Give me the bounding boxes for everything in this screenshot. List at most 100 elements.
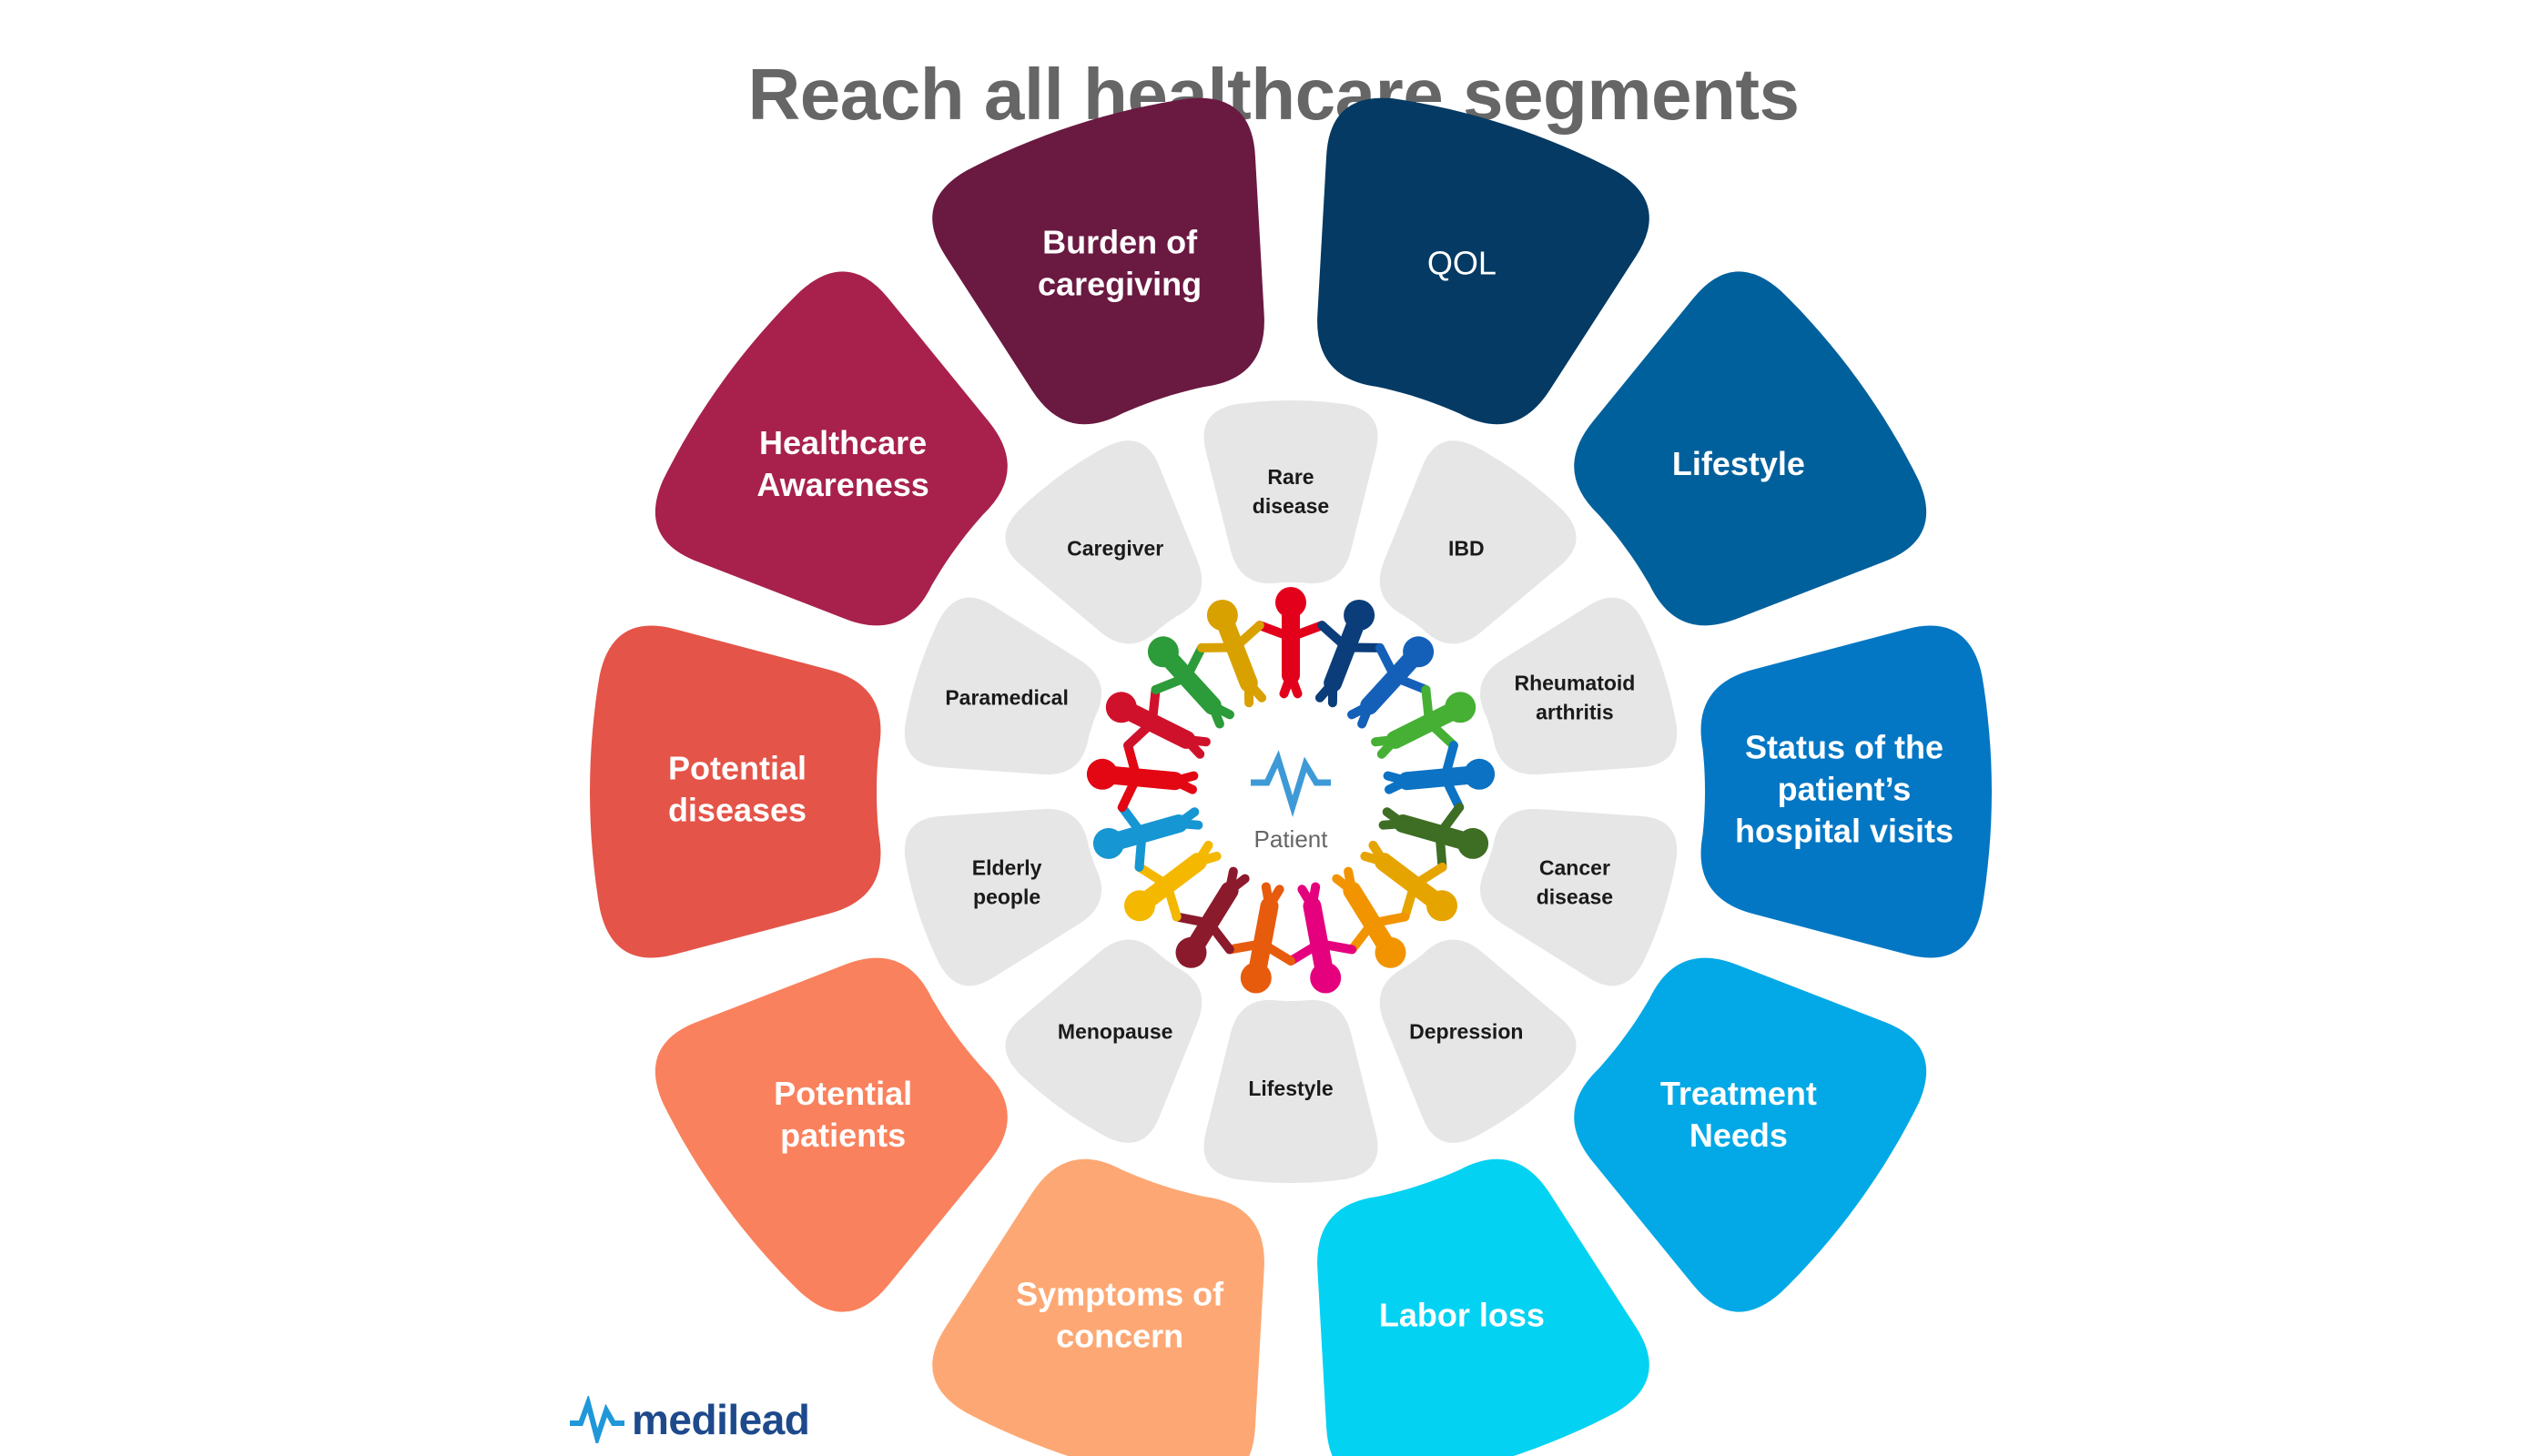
inner-segment bbox=[904, 808, 1102, 986]
people-ring bbox=[1086, 587, 1496, 994]
person-icon bbox=[1105, 684, 1211, 759]
inner-segment-label-line: Rare bbox=[1267, 465, 1314, 489]
outer-segment-label-line: Awareness bbox=[756, 466, 928, 503]
outer-segment-label-line: diseases bbox=[668, 792, 807, 829]
inner-segment-label-line: Elderly bbox=[972, 855, 1042, 879]
person-icon bbox=[1332, 866, 1410, 968]
inner-segment-label-line: Caregiver bbox=[1067, 537, 1163, 561]
brand-logo-text: medilead bbox=[632, 1396, 810, 1443]
inner-segment-label-line: Paramedical bbox=[945, 686, 1069, 710]
outer-segment bbox=[1574, 271, 1927, 626]
page-title: Reach all healthcare segments bbox=[747, 54, 1800, 135]
outer-segment bbox=[1317, 1158, 1649, 1456]
outer-segment-label-line: caregiving bbox=[1038, 265, 1202, 302]
person-icon bbox=[1347, 636, 1435, 729]
outer-segment-label-line: Burden of bbox=[1042, 223, 1198, 260]
outer-segment bbox=[1317, 97, 1649, 425]
person-icon bbox=[1092, 803, 1203, 872]
inner-segment-label-line: disease bbox=[1537, 885, 1613, 908]
outer-segment-label: Potential diseases bbox=[668, 750, 807, 829]
outer-segment-label-line: patient’s bbox=[1778, 771, 1912, 808]
outer-segment-label-line: Status of the bbox=[1745, 729, 1943, 766]
inner-segment-label: Cancer disease bbox=[1537, 855, 1613, 908]
inner-segment-label-line: Cancer bbox=[1539, 855, 1610, 879]
person-icon bbox=[1378, 803, 1489, 872]
inner-segment-label-line: Depression bbox=[1409, 1019, 1523, 1043]
outer-segment-label-line: Symptoms of bbox=[1016, 1276, 1224, 1313]
person-icon bbox=[1147, 636, 1234, 729]
outer-segment-label-line: Healthcare bbox=[759, 424, 927, 461]
inner-segment-label-line: Rheumatoid bbox=[1514, 672, 1635, 695]
center-group: Patient bbox=[1251, 750, 1331, 853]
outer-segment-label-line: Needs bbox=[1690, 1117, 1788, 1154]
outer-segment-label-line: Labor loss bbox=[1379, 1297, 1545, 1334]
inner-segment bbox=[1005, 939, 1202, 1143]
outer-segment bbox=[1574, 957, 1927, 1312]
inner-segment-label-line: IBD bbox=[1448, 537, 1485, 561]
person-icon bbox=[1254, 587, 1327, 699]
outer-segment-label-line: Potential bbox=[774, 1075, 912, 1112]
inner-segment-label: Elderly people bbox=[972, 855, 1042, 908]
inner-segment-label: Rare disease bbox=[1253, 465, 1329, 518]
person-icon bbox=[1360, 840, 1457, 922]
inner-segment-label-line: Lifestyle bbox=[1248, 1077, 1333, 1100]
person-icon bbox=[1197, 600, 1267, 708]
outer-segment-label-line: hospital visits bbox=[1735, 813, 1953, 850]
outer-segment-label-line: patients bbox=[780, 1117, 906, 1154]
inner-segment-label: Rheumatoid arthritis bbox=[1514, 672, 1635, 724]
outer-segment-label: Status of the patient’s hospital visits bbox=[1735, 729, 1953, 850]
inner-segment-label-line: people bbox=[973, 885, 1040, 908]
outer-segment-label: Burden of caregiving bbox=[1038, 223, 1202, 302]
person-icon bbox=[1314, 600, 1385, 708]
outer-segment bbox=[655, 957, 1008, 1312]
inner-segment bbox=[1005, 440, 1202, 644]
outer-segment-label-line: QOL bbox=[1427, 244, 1497, 281]
person-icon bbox=[1286, 882, 1357, 994]
outer-segment bbox=[590, 625, 881, 958]
outer-segment-label: Lifestyle bbox=[1672, 445, 1805, 482]
outer-segment bbox=[932, 1158, 1264, 1456]
inner-segment-label: Lifestyle bbox=[1248, 1077, 1333, 1100]
outer-segment bbox=[655, 271, 1008, 626]
outer-segment-label: Labor loss bbox=[1379, 1297, 1545, 1334]
person-icon bbox=[1224, 882, 1295, 994]
center-label: Patient bbox=[1254, 825, 1329, 853]
medilead-pulse-icon bbox=[1251, 750, 1331, 817]
outer-segment-label: Potential patients bbox=[774, 1075, 912, 1154]
person-icon bbox=[1383, 741, 1496, 813]
outer-segment-label-line: Treatment bbox=[1660, 1075, 1817, 1112]
outer-segment-label-line: Potential bbox=[668, 750, 807, 787]
inner-segment-label: IBD bbox=[1448, 537, 1485, 561]
inner-segment bbox=[904, 597, 1102, 775]
outer-segment-label-line: Lifestyle bbox=[1672, 445, 1805, 482]
inner-segment bbox=[1379, 939, 1577, 1143]
inner-segment bbox=[1379, 440, 1577, 644]
inner-segment-label-line: Menopause bbox=[1058, 1019, 1173, 1043]
inner-segment-label-line: disease bbox=[1253, 494, 1329, 518]
medilead-logo-icon bbox=[570, 1396, 624, 1443]
outer-segment-label: QOL bbox=[1427, 244, 1497, 281]
person-icon bbox=[1172, 866, 1250, 968]
inner-segment-label-line: arthritis bbox=[1536, 701, 1614, 724]
inner-segment-label: Depression bbox=[1409, 1019, 1523, 1043]
person-icon bbox=[1124, 840, 1222, 922]
inner-segment-label: Paramedical bbox=[945, 686, 1069, 710]
inner-segment bbox=[1203, 999, 1378, 1183]
brand-logo: medilead bbox=[568, 1396, 810, 1443]
inner-segment bbox=[1479, 597, 1678, 775]
inner-segment-label: Caregiver bbox=[1067, 537, 1163, 561]
outer-segment bbox=[1700, 625, 1992, 958]
person-icon bbox=[1371, 684, 1476, 759]
outer-segment bbox=[932, 97, 1264, 425]
inner-segment bbox=[1479, 808, 1678, 986]
inner-segment bbox=[1203, 400, 1378, 584]
person-icon bbox=[1086, 741, 1199, 813]
inner-segment-label: Menopause bbox=[1058, 1019, 1173, 1043]
